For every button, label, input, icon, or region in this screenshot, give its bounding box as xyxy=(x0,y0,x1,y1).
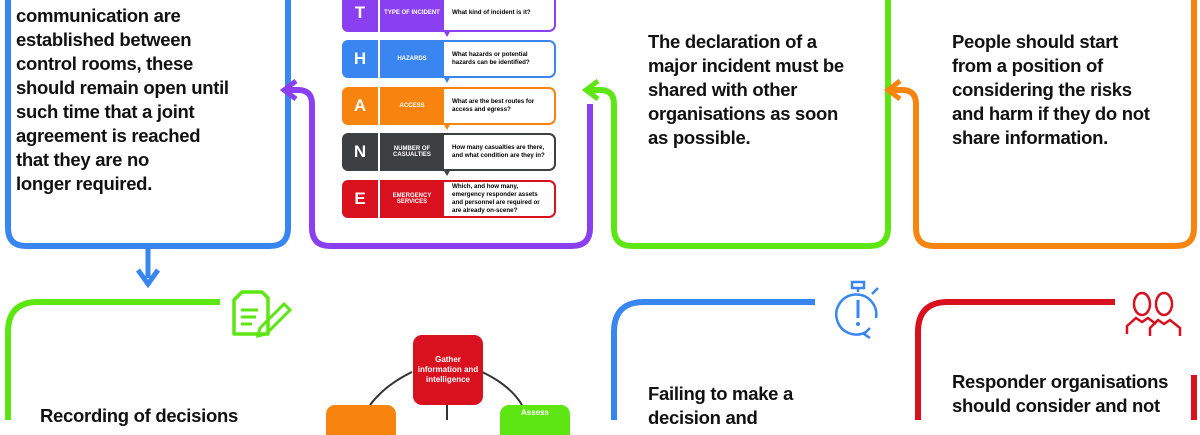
ethane-letter: N xyxy=(342,133,378,171)
text-line: considering the risks xyxy=(952,79,1132,100)
ethane-label: TYPE OF INCIDENT xyxy=(380,0,444,32)
people-icon xyxy=(1125,291,1182,336)
text-line: communication are xyxy=(16,5,181,26)
ethane-question: Which, and how many, emergency responder… xyxy=(444,180,556,218)
text-line: established between xyxy=(16,29,192,50)
ethane-question: How many casualties are there, and what … xyxy=(444,133,556,171)
text-line: as possible. xyxy=(648,127,751,148)
panel-text-communication: communication are established between co… xyxy=(16,4,229,196)
text-line: The declaration of a xyxy=(648,31,817,52)
document-edit-icon xyxy=(232,290,293,339)
text-line: and harm if they do not xyxy=(952,103,1150,124)
cycle-gather-box: Gather information and intelligence xyxy=(413,335,483,405)
ethane-label: EMERGENCY SERVICES xyxy=(380,180,444,218)
text-line: shared with other xyxy=(648,79,798,100)
ethane-letter: E xyxy=(342,180,378,218)
down-arrow-icon xyxy=(443,169,451,176)
down-arrow-icon xyxy=(443,30,451,37)
ethane-letter: H xyxy=(342,40,378,78)
text-line: that they are no xyxy=(16,149,149,170)
text-line: from a position of xyxy=(952,55,1103,76)
text-line: agreement is reached xyxy=(16,125,201,146)
text-line: should consider and not xyxy=(952,395,1160,416)
connector-lines xyxy=(5,0,1197,420)
text-line: such time that a joint xyxy=(16,101,195,122)
text-line: major incident must be xyxy=(648,55,844,76)
panel-text-recording: Recording of decisions xyxy=(40,404,238,428)
cycle-assess-label: Assess xyxy=(520,408,550,417)
ethane-question: What are the best routes for access and … xyxy=(444,87,556,125)
cycle-assess-box: Assess xyxy=(500,405,570,435)
text-line: Failing to make a xyxy=(648,383,793,404)
panel-text-responder: Responder organisations should consider … xyxy=(952,370,1168,418)
text-line: organisations as soon xyxy=(648,103,839,124)
ethane-letter: T xyxy=(342,0,378,32)
down-arrow-icon xyxy=(443,76,451,83)
text-line: share information. xyxy=(952,127,1108,148)
stopwatch-alert-icon xyxy=(835,280,879,340)
ethane-question: What hazards or potential hazards can be… xyxy=(444,40,556,78)
text-line: People should start xyxy=(952,31,1118,52)
text-line: decision and xyxy=(648,407,758,428)
ethane-label: HAZARDS xyxy=(380,40,444,78)
text-line: Recording of decisions xyxy=(40,405,238,426)
panel-text-declaration: The declaration of a major incident must… xyxy=(648,30,844,150)
cycle-gather-label: Gather information and intelligence xyxy=(417,355,479,384)
down-arrow-icon xyxy=(443,123,451,130)
text-line: should remain open until xyxy=(16,77,229,98)
panel-text-failing: Failing to make a decision and xyxy=(648,382,793,430)
text-line: longer required. xyxy=(16,173,153,194)
ethane-letter: A xyxy=(342,87,378,125)
ethane-label: ACCESS xyxy=(380,87,444,125)
ethane-question: What kind of incident is it? xyxy=(444,0,556,32)
text-line: Responder organisations xyxy=(952,371,1169,392)
cycle-orange-box xyxy=(326,405,396,435)
ethane-label: NUMBER OF CASUALTIES xyxy=(380,133,444,171)
text-line: control rooms, these xyxy=(16,53,193,74)
panel-text-sharing: People should start from a position of c… xyxy=(952,30,1150,150)
